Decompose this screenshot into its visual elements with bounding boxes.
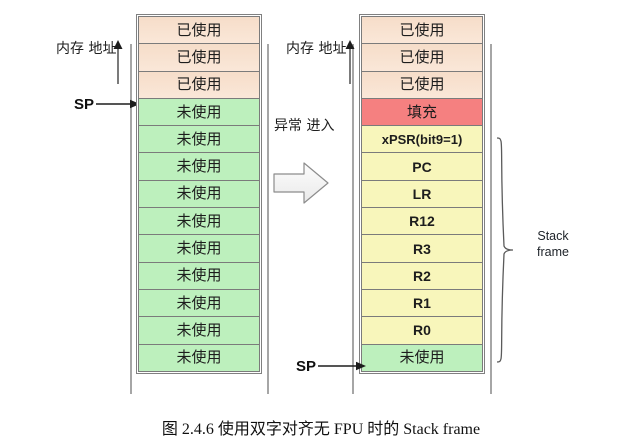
stack-after-cell: R3 — [361, 234, 483, 263]
right-arrow-icon-left-sp — [96, 99, 141, 109]
stack-frame-label: Stack frame — [537, 229, 569, 259]
stack-before-cell: 已使用 — [138, 16, 260, 45]
block-right-arrow-icon — [273, 162, 329, 204]
guide-rule-left-outer — [130, 44, 132, 394]
up-arrow-icon-left — [113, 40, 123, 84]
stack-after-cell: R0 — [361, 316, 483, 345]
stack-before-cell: 未使用 — [138, 207, 260, 236]
guide-rule-right-outer — [490, 44, 492, 394]
stack-after-cell: 已使用 — [361, 43, 483, 72]
stack-before-cell: 未使用 — [138, 179, 260, 209]
stack-after-cell: LR — [361, 179, 483, 209]
stack-after-cell: 已使用 — [361, 16, 483, 45]
stack-after-cell: xPSR(bit9=1) — [361, 125, 483, 154]
stack-before-cell: 已使用 — [138, 70, 260, 99]
stack-before-cell: 未使用 — [138, 97, 260, 127]
sp-label-left: SP — [74, 95, 95, 113]
up-arrow-icon-right — [345, 40, 355, 84]
right-arrow-icon-right-sp — [318, 361, 367, 371]
memory-address-label-left: 内存 地址 — [56, 41, 117, 57]
guide-rule-left-inner — [267, 44, 269, 394]
figure-caption: 图 2.4.6 使用双字对齐无 FPU 时的 Stack frame — [161, 421, 481, 438]
stack-after-cell: PC — [361, 152, 483, 181]
stack-before-cell: 未使用 — [138, 343, 260, 372]
sp-pointer-right: SP — [296, 357, 367, 375]
curly-brace-icon — [494, 136, 516, 364]
stack-before-cell: 未使用 — [138, 316, 260, 345]
exception-entry-label: 异常 进入 — [274, 118, 335, 134]
stack-before-cell: 未使用 — [138, 234, 260, 263]
stack-before-cell: 已使用 — [138, 43, 260, 72]
sp-pointer-left: SP — [74, 95, 141, 113]
stack-before-cell: 未使用 — [138, 261, 260, 290]
stack-after-cell: 未使用 — [361, 343, 483, 372]
stack-before-cell: 未使用 — [138, 152, 260, 181]
stack-after-cell: R2 — [361, 261, 483, 290]
sp-label-right: SP — [296, 357, 317, 375]
stack-after-cell: R1 — [361, 288, 483, 318]
stack-column-before: 已使用已使用已使用未使用未使用未使用未使用未使用未使用未使用未使用未使用未使用 — [136, 14, 262, 374]
memory-address-label-right: 内存 地址 — [286, 41, 347, 57]
guide-rule-right-inner — [352, 44, 354, 394]
stack-before-cell: 未使用 — [138, 288, 260, 318]
stack-after-cell: 填充 — [361, 97, 483, 127]
stack-before-cell: 未使用 — [138, 125, 260, 154]
stack-after-cell: 已使用 — [361, 70, 483, 99]
stack-after-cell: R12 — [361, 207, 483, 236]
